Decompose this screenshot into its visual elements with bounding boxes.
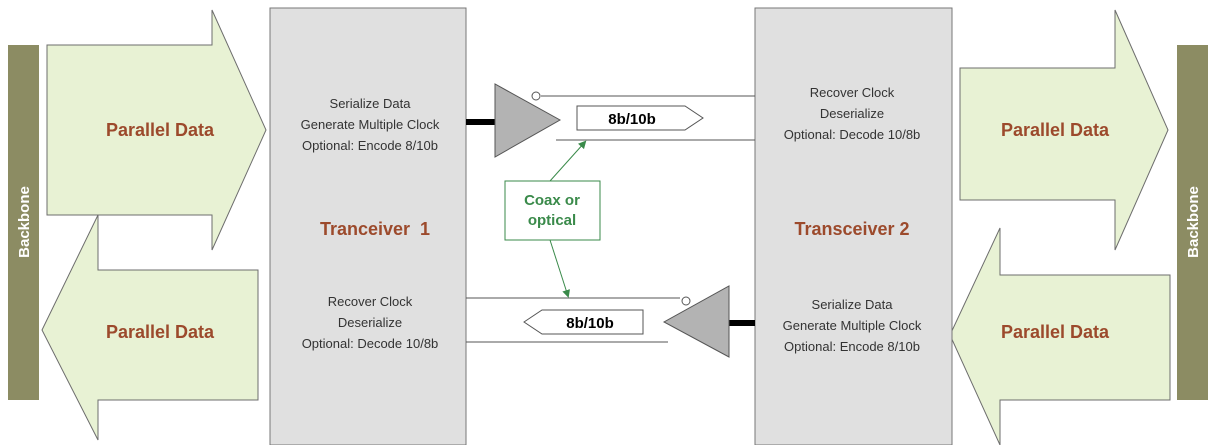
backbone-left: Backbone: [8, 45, 39, 400]
transceiver-2-top-line-1: Recover Clock: [810, 85, 895, 100]
parallel-data-arrow-bottom-right: Parallel Data: [949, 227, 1171, 445]
transceiver-1-top-line-1: Serialize Data: [330, 96, 412, 111]
inverting-bubble-icon: [681, 296, 691, 306]
backbone-right: Backbone: [1177, 45, 1208, 400]
transceiver-1-bottom-line-3: Optional: Decode 10/8b: [302, 336, 439, 351]
transceiver-1-bottom-line-1: Recover Clock: [328, 294, 413, 309]
driver-amplifier-icon: [662, 285, 730, 358]
parallel-data-label: Parallel Data: [1001, 120, 1110, 140]
transceiver-1-title: Tranceiver 1: [320, 219, 430, 239]
transceiver-2-top-line-3: Optional: Decode 10/8b: [784, 127, 921, 142]
transceiver-2-bottom-line-1: Serialize Data: [812, 297, 894, 312]
parallel-data-label: Parallel Data: [1001, 322, 1110, 342]
parallel-data-arrow-top-right: Parallel Data: [959, 9, 1169, 251]
encoding-tag-bottom: [523, 309, 644, 335]
bottom-serial-link: 8b/10b: [466, 285, 755, 358]
parallel-data-arrow-bottom-left: Parallel Data: [41, 214, 259, 441]
tx-connector: [729, 320, 755, 326]
parallel-data-label: Parallel Data: [106, 322, 215, 342]
transceiver-2-top-line-2: Deserialize: [820, 106, 884, 121]
encoding-label-top: 8b/10b: [608, 111, 656, 128]
top-serial-link: 8b/10b: [466, 83, 755, 158]
parallel-data-label: Parallel Data: [106, 120, 215, 140]
transceiver-2-bottom-line-2: Generate Multiple Clock: [783, 318, 922, 333]
backbone-left-label: Backbone: [16, 186, 33, 258]
transceiver-1-top-line-2: Generate Multiple Clock: [301, 117, 440, 132]
backbone-right-label: Backbone: [1185, 186, 1202, 258]
encoding-tag-top: [576, 105, 704, 131]
transceiver-1-bottom-line-2: Deserialize: [338, 315, 402, 330]
medium-label-line-1: Coax or: [524, 192, 580, 209]
transceiver-1-top-line-3: Optional: Encode 8/10b: [302, 138, 438, 153]
transceiver-2: Recover Clock Deserialize Optional: Deco…: [754, 7, 953, 445]
tx-connector: [466, 119, 495, 125]
encoding-label-bottom: 8b/10b: [566, 315, 614, 332]
inverting-bubble-icon: [531, 91, 541, 101]
medium-annotation: Coax or optical: [504, 140, 601, 298]
parallel-data-arrow-top-left: Parallel Data: [46, 9, 267, 251]
transceiver-2-bottom-line-3: Optional: Encode 8/10b: [784, 339, 920, 354]
medium-label-line-2: optical: [528, 212, 576, 229]
transceiver-1: Serialize Data Generate Multiple Clock O…: [269, 7, 467, 445]
driver-amplifier-icon: [494, 83, 562, 158]
transceiver-2-title: Transceiver 2: [794, 219, 909, 239]
